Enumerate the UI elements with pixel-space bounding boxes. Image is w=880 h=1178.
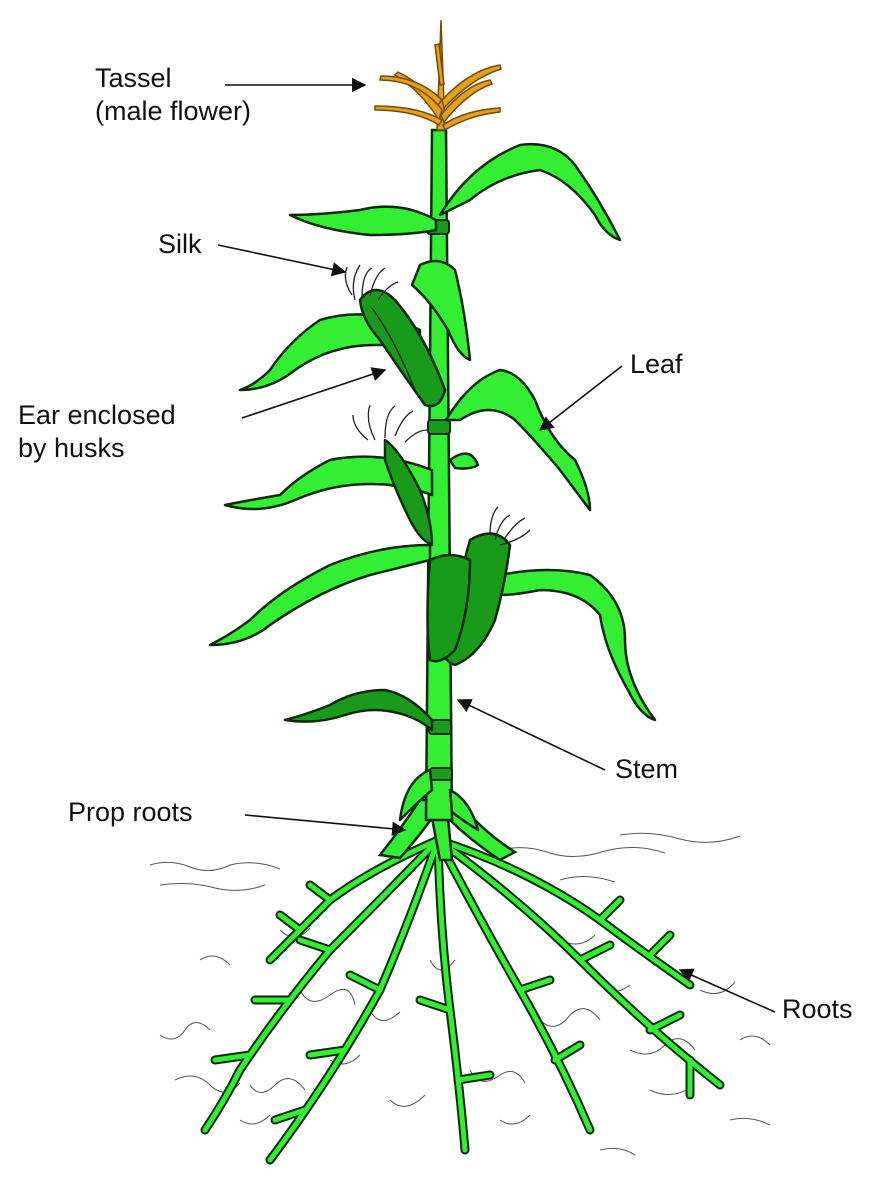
ear-label: Ear enclosed by husks	[18, 399, 176, 465]
pointer-prop-roots	[245, 815, 405, 830]
tassel-label-line2: (male flower)	[95, 95, 251, 128]
silk-label-text: Silk	[158, 228, 202, 261]
leaf-label: Leaf	[630, 348, 683, 381]
leaf-label-text: Leaf	[630, 348, 683, 381]
stem-label-text: Stem	[615, 753, 678, 786]
ear-label-line2: by husks	[18, 432, 176, 465]
tassel	[375, 20, 501, 130]
silk-label: Silk	[158, 228, 202, 261]
roots-label: Roots	[782, 993, 853, 1026]
prop-roots-label: Prop roots	[68, 796, 193, 829]
pointer-leaf	[540, 366, 622, 430]
pointer-stem	[458, 700, 605, 770]
roots-label-text: Roots	[782, 993, 853, 1026]
tassel-label-line1: Tassel	[95, 62, 251, 95]
pointer-silk	[218, 245, 345, 272]
roots	[205, 840, 720, 1160]
pointer-roots	[680, 970, 775, 1012]
stem-label: Stem	[615, 753, 678, 786]
tassel-label: Tassel (male flower)	[95, 62, 251, 128]
prop-roots-label-text: Prop roots	[68, 796, 193, 829]
ear-label-line1: Ear enclosed	[18, 399, 176, 432]
